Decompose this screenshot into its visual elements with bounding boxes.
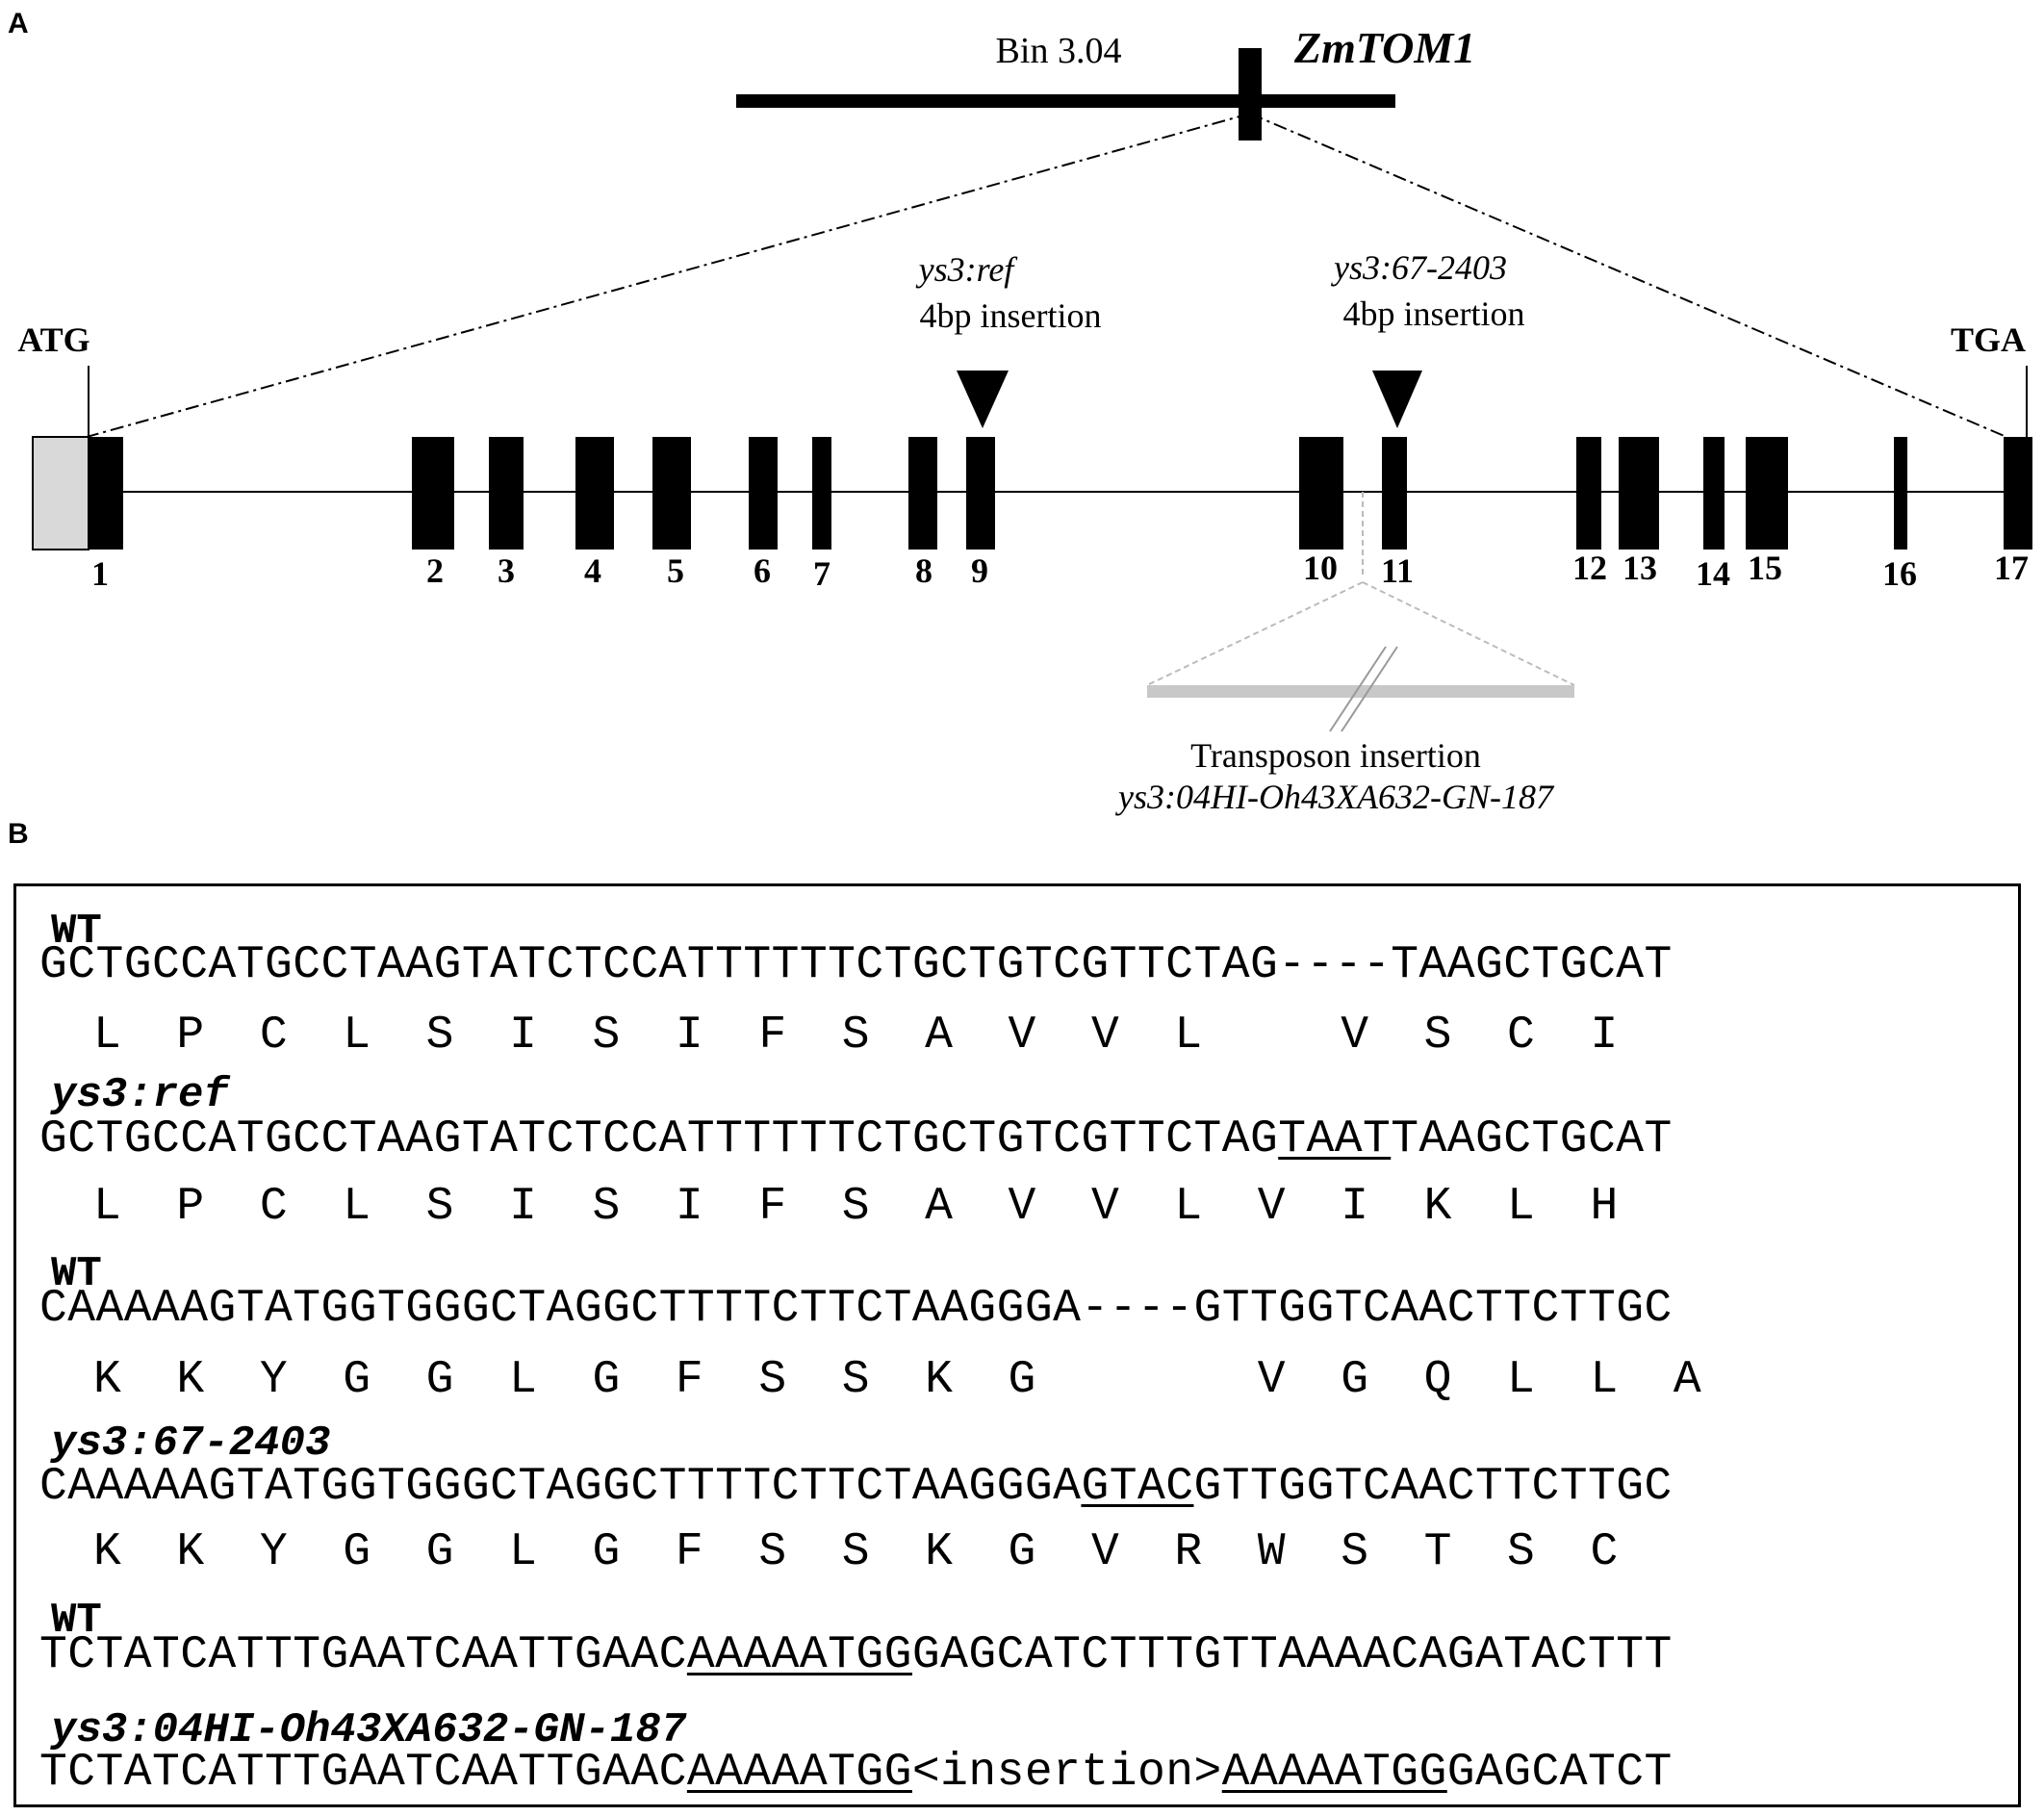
exon-8 [908,437,937,550]
m67-insertion-arrow [1372,371,1422,428]
target-site-duplication: AAAAATGG [1221,1747,1447,1799]
transposon-desc: Transposon insertion [1190,736,1481,775]
target-site-duplication: AAAAATGG [686,1747,912,1799]
mutant-protein-sequence: K K Y G G L G F S S K G V R W S T S C [93,1526,1619,1578]
chromosome-bar [736,94,1395,108]
break-mark-1 [1329,646,1387,732]
ref-insertion-label: 4bp insertion [920,296,1102,335]
exon-number: 3 [498,551,515,590]
exon-16 [1894,437,1907,550]
ref-allele-label: ys3:ref [916,250,1019,289]
insertion-highlight: GTAC [1081,1461,1194,1513]
mutant-dna-sequence: CAAAAAGTATGGTGGGCTAGGCTTTTCTTCTAAGGGAGTA… [39,1461,1673,1513]
wt-dna-sequence: CAAAAAGTATGGTGGGCTAGGCTTTTCTTCTAAGGGA---… [39,1283,1673,1335]
exon-number: 14 [1696,554,1730,593]
exon-7 [812,437,831,550]
start-codon-label: ATG [17,320,89,359]
gene-structure-diagram: Bin 3.04 ZmTOM1 1 2 3 4 5 6 7 8 9 [17,23,2032,816]
zoom-line-left [86,113,1251,438]
break-mark-2 [1341,646,1398,732]
wt-label: WT [51,908,102,956]
transposon-bar [1147,685,1574,698]
exon-11 [1382,437,1407,550]
panel-a-label: A [8,8,29,39]
exon-17 [2004,437,2032,550]
exon-3 [489,437,524,550]
insertion-highlight: TAAT [1278,1113,1392,1165]
gene-name: ZmTOM1 [1293,23,1475,72]
zoom-line-right [1249,113,2007,438]
mutant-protein-sequence: L P C L S I S I F S A V V L V I K L H [93,1181,1619,1233]
exon-number: 12 [1572,549,1607,587]
exon-14 [1703,437,1725,550]
transposon-zoom-left [1146,581,1364,686]
wt-protein-sequence: K K Y G G L G F S S K G V G Q L L A [93,1354,1701,1406]
mutant-dna-sequence: GCTGCCATGCCTAAGTATCTCCATTTTTTCTGCTGTCGTT… [39,1113,1673,1165]
bin-label: Bin 3.04 [996,31,1122,71]
mutant-label: ys3:ref [51,1071,229,1119]
exon-9 [966,437,995,550]
exon-15 [1746,437,1788,550]
gene-locus-marker [1239,48,1262,141]
exon-number: 11 [1381,551,1414,590]
exon-number: 2 [426,551,444,590]
sequence-alignment-box: WT GCTGCCATGCCTAAGTATCTCCATTTTTTCTGCTGTC… [13,883,2021,1807]
exon-6 [749,437,778,550]
exon-12 [1576,437,1601,550]
mutant-label: ys3:04HI-Oh43XA632-GN-187 [51,1706,687,1754]
transposon-allele: ys3:04HI-Oh43XA632-GN-187 [1115,778,1555,816]
wt-label: WT [51,1597,102,1645]
mutant-label: ys3:67-2403 [51,1420,331,1468]
exon-number: 15 [1748,549,1782,587]
exon-13 [1619,437,1659,550]
exon-number: 1 [91,554,109,593]
exon-number: 16 [1882,554,1917,593]
exon-2 [412,437,454,550]
m67-allele-label: ys3:67-2403 [1331,248,1507,287]
m67-insertion-label: 4bp insertion [1343,294,1525,333]
exon-10 [1299,437,1343,550]
utr-box [32,436,89,550]
exon-number: 7 [813,554,830,593]
exon-number: 5 [667,551,684,590]
exon-number: 13 [1622,549,1657,587]
exon-number: 17 [1994,549,2029,587]
exon-number: 9 [971,551,988,590]
exon-number: 6 [754,551,771,590]
ref-insertion-arrow [957,371,1009,428]
exons [89,437,2032,550]
wt-label: WT [51,1250,102,1298]
wt-dna-sequence: TCTATCATTTGAATCAATTGAACAAAAATGGGAGCATCTT… [39,1629,1673,1681]
stop-codon-label: TGA [1951,320,2026,359]
transposon-zoom-right [1362,581,1575,686]
wt-protein-sequence: L P C L S I S I F S A V V L V S C I [93,1010,1619,1061]
exon-number: 10 [1303,549,1338,587]
exon-number: 8 [915,551,933,590]
exon-number: 4 [584,551,601,590]
wt-dna-sequence: GCTGCCATGCCTAAGTATCTCCATTTTTTCTGCTGTCGTT… [39,939,1673,991]
exon-4 [575,437,614,550]
mutant-dna-sequence: TCTATCATTTGAATCAATTGAACAAAAATGG<insertio… [39,1747,1673,1799]
target-site-duplication: AAAAATGG [686,1629,912,1681]
exon-1 [89,437,123,550]
panel-b-label: B [8,818,29,850]
exon-5 [652,437,691,550]
